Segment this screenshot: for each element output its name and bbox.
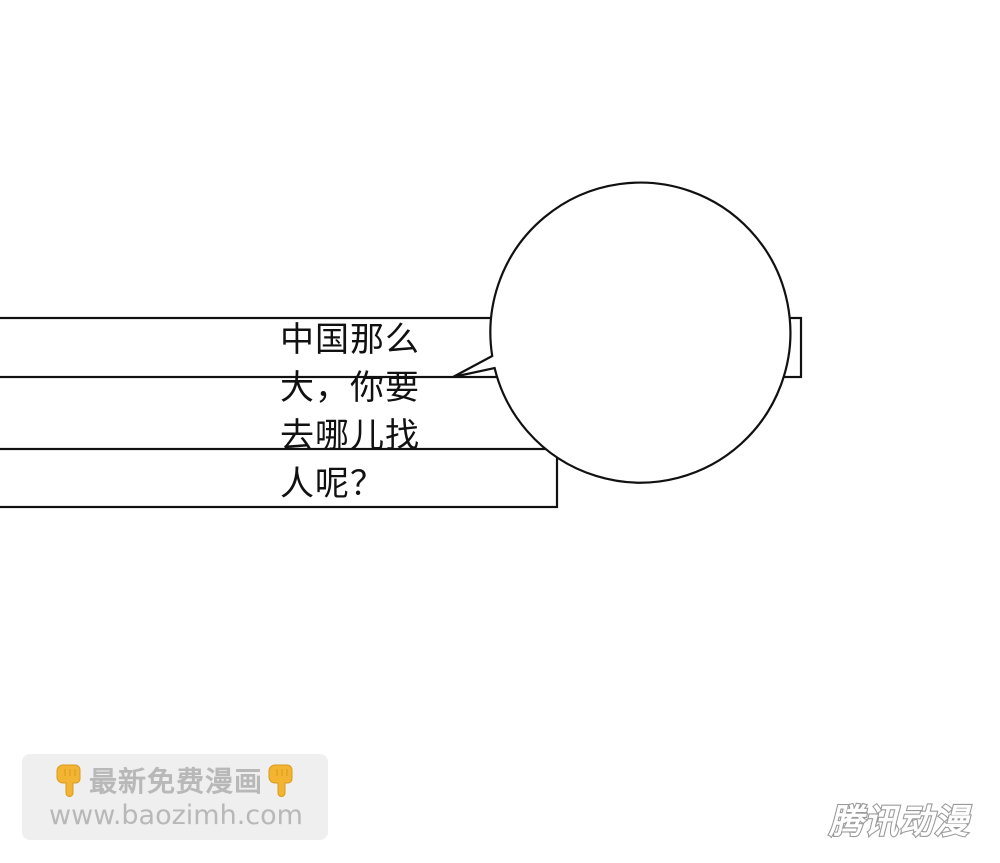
pointing-down-hand-icon: [268, 764, 293, 797]
speech-line-3: 去哪儿找: [280, 416, 420, 456]
speech-line-1: 中国那么: [280, 320, 420, 360]
watermark-title-row: 最新免费漫画: [36, 762, 316, 798]
pointing-down-hand-icon: [56, 764, 81, 797]
speech-line-4: 人呢？: [280, 464, 385, 504]
tencent-logo-text: 腾讯动漫: [828, 802, 972, 842]
speech-bubble: [452, 181, 792, 484]
speed-line-bar-bottom: [0, 447, 559, 509]
tencent-comic-logo: 腾讯动漫: [827, 801, 972, 843]
watermark-url: www.baozimh.com: [49, 800, 303, 831]
watermark-title: 最新免费漫画: [88, 765, 263, 798]
watermark-box: 最新免费漫画 www.baozimh.com: [22, 754, 328, 840]
speech-bubble-text: 中国那么 大，你要 去哪儿找 人呢？: [280, 316, 440, 508]
speech-line-2: 大，你要: [280, 368, 420, 408]
